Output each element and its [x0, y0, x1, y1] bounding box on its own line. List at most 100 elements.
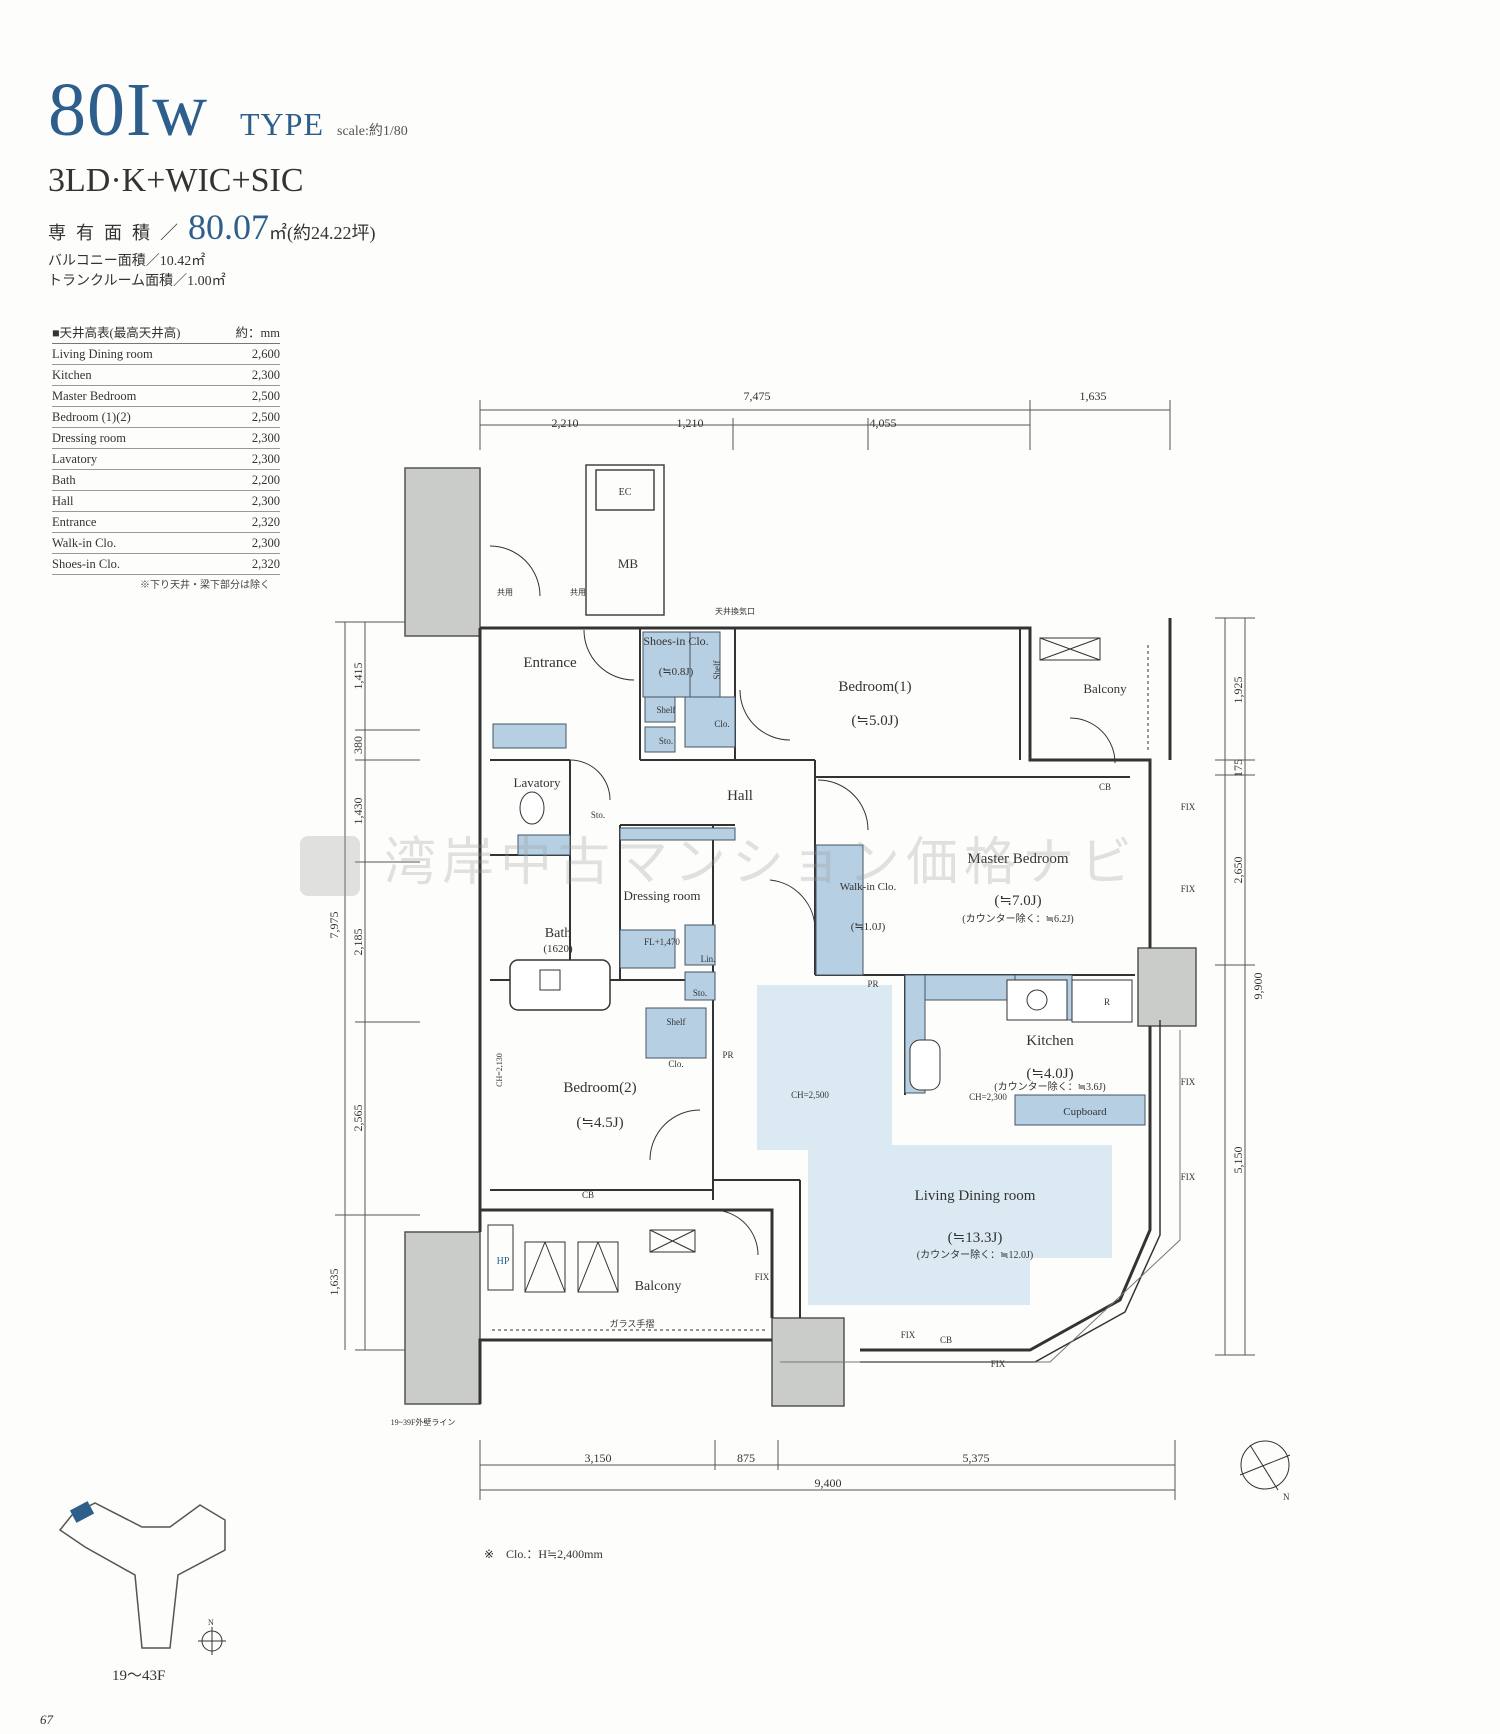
room-kitchen-size: (≒4.0J) [1026, 1066, 1073, 1082]
dim-right-c: 2,650 [1231, 857, 1245, 884]
dim-right-d: 5,150 [1231, 1147, 1245, 1174]
fix-label-2: FIX [991, 1359, 1006, 1369]
dim-bottom-c: 5,375 [963, 1451, 990, 1465]
cupboard-label: Cupboard [1063, 1106, 1107, 1118]
table-cell-value: 2,500 [251, 410, 280, 424]
table-row: Dressing room 2,300 [52, 428, 280, 449]
key-plan-unit-marker [69, 1501, 95, 1523]
ch-2130-label: CH=2,130 [495, 1053, 504, 1087]
column-bottom-left [404, 1231, 481, 1405]
ec-label: EC [619, 487, 632, 498]
room-master-bedroom-note: (カウンター除く：≒6.2J) [962, 912, 1073, 925]
fix-label-3: FIX [1181, 802, 1196, 812]
common-label-1: 共用 [497, 588, 513, 597]
column-right [1137, 947, 1197, 1027]
vent-label: 天井換気口 [715, 606, 755, 616]
fix-label-4: FIX [1181, 884, 1196, 894]
key-plan-y-building [58, 1502, 226, 1649]
compass-north-icon [1239, 1440, 1291, 1491]
watermark-text: 湾岸中古マンション価格ナビ [384, 833, 1139, 893]
room-bath-size: (1620) [543, 943, 573, 955]
watermark: 湾岸中古マンション価格ナビ [300, 820, 1138, 896]
ch-2500-label: CH=2,500 [791, 1090, 829, 1100]
clo-label-2: Clo. [668, 1059, 683, 1069]
doors [489, 545, 1116, 1256]
room-entrance: Entrance [523, 655, 577, 671]
common-label-2: 共用 [570, 588, 586, 597]
compass-n-label: N [1283, 1492, 1290, 1502]
room-bedroom1: Bedroom(1) [838, 679, 911, 695]
area-label: 専有面積／ [48, 223, 188, 243]
sto-label-3: Sto. [591, 810, 605, 820]
ceiling-height-table: ■天井高表(最高天井高) 約：mm Living Dining room 2,60… [52, 322, 280, 575]
table-cell-room: Dressing room [52, 431, 126, 445]
room-lavatory: Lavatory [514, 775, 561, 790]
room-living-dining-size: (≒13.3J) [948, 1230, 1003, 1246]
toilet [519, 791, 545, 825]
table-cell-room: Lavatory [52, 452, 98, 466]
ceiling-table-note: ※下り天井・梁下部分は除く [140, 580, 270, 591]
type-word: TYPE [240, 106, 324, 142]
table-row: Walk-in Clo.2,300 [52, 533, 280, 554]
dim-top-c: 4,055 [870, 416, 897, 430]
room-bedroom2-size: (≒4.5J) [576, 1115, 623, 1131]
table-cell-room: Living Dining room [52, 347, 153, 361]
room-balcony-bottom: Balcony [635, 1279, 682, 1294]
key-plan-n-label: N [208, 1618, 214, 1627]
outer-walls [478, 618, 1172, 1404]
dim-right-b: 175 [1231, 759, 1245, 777]
dim-left-e: 2,565 [351, 1105, 365, 1132]
plan-note: ※ Clo.：H≒2,400mm [484, 1547, 603, 1561]
dim-left-d: 2,185 [351, 929, 365, 956]
dim-left-total: 7,975 [327, 912, 341, 939]
fix-label-6: FIX [1181, 1172, 1196, 1182]
dim-right-total: 9,900 [1251, 973, 1265, 1000]
table-cell-value: 2,300 [251, 431, 280, 445]
clo-label-1: Clo. [714, 719, 729, 729]
room-living-dining-note: (カウンター除く：≒12.0J) [917, 1248, 1033, 1261]
column-top-left [404, 467, 481, 637]
fix-label-1: FIX [901, 1330, 916, 1340]
room-hall: Hall [727, 788, 753, 804]
fl-label: FL+1,470 [644, 937, 680, 947]
ceiling-table-unit: 約：mm [235, 326, 280, 340]
room-living-dining: Living Dining room [915, 1188, 1036, 1204]
table-cell-room: Walk-in Clo. [52, 536, 117, 550]
dim-right-a: 1,925 [1231, 677, 1245, 704]
dimension-lines [335, 400, 1255, 1500]
dim-bottom-b: 875 [737, 1451, 755, 1465]
type-code: 80Iw [48, 68, 209, 152]
sto-label-2: Sto. [693, 988, 707, 998]
room-bedroom1-size: (≒5.0J) [851, 713, 898, 729]
mb-label: MB [618, 556, 639, 571]
ch-2300-label: CH=2,300 [969, 1092, 1007, 1102]
dim-left-f: 1,635 [327, 1269, 341, 1296]
refrigerator [1071, 979, 1133, 1023]
table-cell-room: Bath [52, 473, 76, 487]
table-cell-value: 2,300 [251, 452, 280, 466]
dim-left-b: 380 [351, 736, 365, 754]
page-number: 67 [40, 1712, 53, 1727]
area-unit: ㎡(約24.22坪) [269, 223, 376, 243]
room-master-bedroom-size: (≒7.0J) [994, 893, 1041, 909]
table-cell-room: Hall [52, 494, 74, 508]
table-cell-room: Kitchen [52, 368, 92, 382]
dim-bottom-total: 9,400 [815, 1476, 842, 1490]
dim-left-a: 1,415 [351, 663, 365, 690]
table-cell-value: 2,600 [251, 347, 280, 361]
table-cell-value: 2,500 [251, 389, 280, 403]
key-plan-north-icon [198, 1627, 226, 1655]
balcony-details [487, 637, 1149, 1331]
room-kitchen-note: (カウンター除く：≒3.6J) [994, 1080, 1105, 1093]
table-row: Bedroom (1)(2)2,500 [52, 407, 280, 428]
ceiling-table-title: ■天井高表(最高天井高) [52, 326, 181, 340]
dim-top-b: 1,210 [677, 416, 704, 430]
dim-bottom-a: 3,150 [585, 1451, 612, 1465]
table-row: Living Dining room 2,600 [52, 344, 280, 365]
kitchen-sink [909, 1039, 941, 1091]
